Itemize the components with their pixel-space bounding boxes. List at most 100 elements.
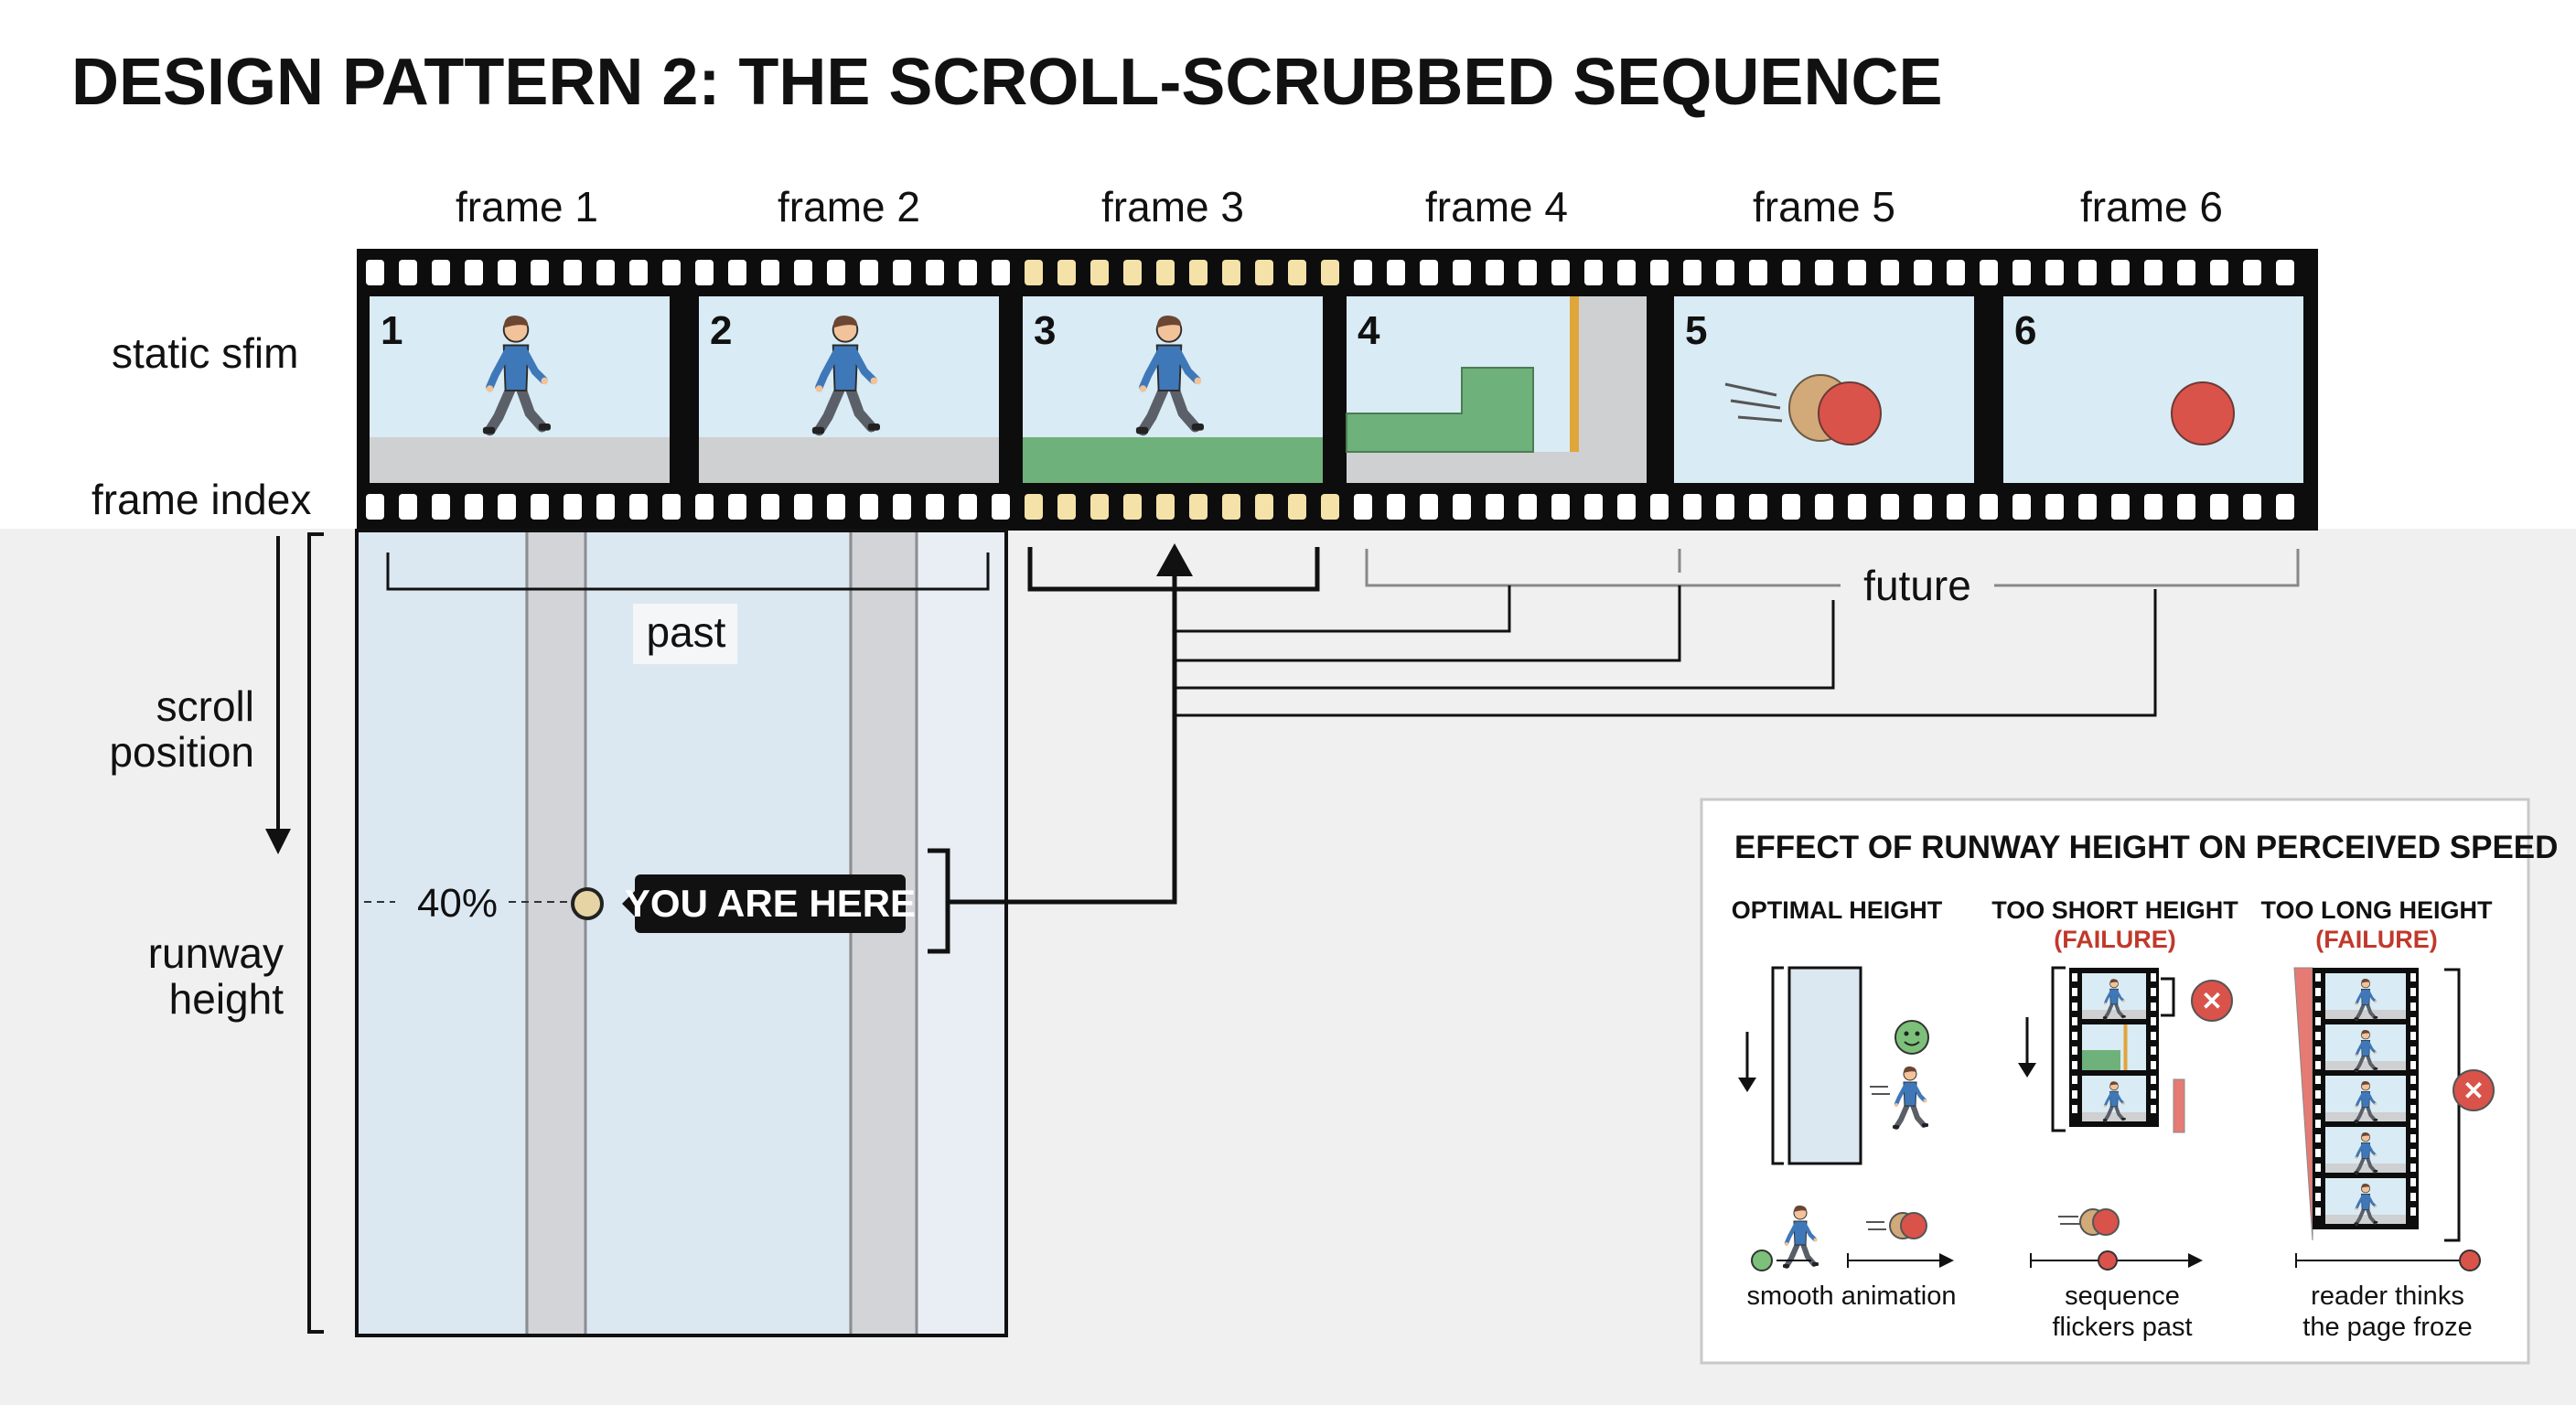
sprocket-hole-top xyxy=(1519,260,1537,285)
future-label: future xyxy=(1863,562,1971,609)
sprocket-hole-bottom xyxy=(2210,494,2228,520)
sprocket-hole-bottom xyxy=(992,494,1010,520)
sprocket-hole-bottom xyxy=(1815,494,1833,520)
sprocket-hole-bottom xyxy=(1584,494,1603,520)
sprocket-hole-bottom xyxy=(1156,494,1175,520)
mini-walker xyxy=(2354,1081,2378,1123)
page-title: DESIGN PATTERN 2: THE SCROLL-SCRUBBED SE… xyxy=(71,46,1942,119)
sprocket-hole-top xyxy=(695,260,714,285)
mini-hole xyxy=(2072,988,2077,996)
label-static-sfim: static sfim xyxy=(112,329,298,377)
mini-hole xyxy=(2410,1032,2416,1040)
marker-percent: 40% xyxy=(417,881,498,926)
sprocket-hole-top xyxy=(2144,260,2163,285)
label-scroll-position-line1: scroll xyxy=(156,682,254,730)
inset-caption-too-short-line1: sequence xyxy=(2065,1282,2180,1311)
sprocket-hole-bottom xyxy=(1025,494,1043,520)
sprocket-hole-top xyxy=(1650,260,1669,285)
sprocket-hole-bottom xyxy=(629,494,648,520)
sprocket-hole-bottom xyxy=(827,494,845,520)
sprocket-hole-bottom xyxy=(531,494,549,520)
sprocket-hole-bottom xyxy=(695,494,714,520)
sprocket-hole-top xyxy=(1617,260,1636,285)
mini-hole xyxy=(2410,973,2416,981)
mini-hole xyxy=(2072,1046,2077,1055)
sprocket-hole-top xyxy=(827,260,845,285)
sprocket-hole-top xyxy=(465,260,483,285)
sprocket-hole-top xyxy=(992,260,1010,285)
terrain-step xyxy=(1346,367,1534,453)
inset-heading-too-long: TOO LONG HEIGHT xyxy=(2260,896,2493,924)
mini-hole xyxy=(2151,1017,2156,1025)
sprocket-hole-top xyxy=(926,260,944,285)
sprocket-hole-bottom xyxy=(1782,494,1800,520)
mini-hole xyxy=(2151,1003,2156,1011)
film-base xyxy=(357,249,2318,531)
sprocket-hole-bottom xyxy=(2012,494,2031,520)
speed-line xyxy=(1724,382,1777,397)
sprocket-hole-bottom xyxy=(2177,494,2195,520)
sprocket-hole-bottom xyxy=(2243,494,2261,520)
frame-label-5: frame 5 xyxy=(1753,183,1895,231)
sprocket-hole-bottom xyxy=(662,494,681,520)
inset-status-too-long: (FAILURE) xyxy=(2315,926,2437,953)
failure-icon-long xyxy=(2453,1069,2495,1111)
marker-to-frame-arrow xyxy=(948,567,1177,905)
inset-caption-optimal: smooth animation xyxy=(1747,1282,1957,1311)
sprocket-hole-top xyxy=(860,260,878,285)
marker-dot xyxy=(571,887,604,920)
future-bracket-left xyxy=(1365,549,1841,587)
sprocket-hole-bottom xyxy=(2144,494,2163,520)
sprocket-hole-bottom xyxy=(465,494,483,520)
sprocket-hole-top xyxy=(1749,260,1767,285)
inset-heading-too-short: TOO SHORT HEIGHT xyxy=(1991,896,2238,924)
sprocket-hole-bottom xyxy=(1947,494,1965,520)
sprocket-hole-top xyxy=(1354,260,1372,285)
mini-hole xyxy=(2072,1017,2077,1025)
sprocket-hole-top xyxy=(1815,260,1833,285)
sprocket-hole-bottom xyxy=(564,494,582,520)
frame-label-4: frame 4 xyxy=(1425,183,1568,231)
sprocket-hole-bottom xyxy=(1848,494,1866,520)
mini-hole xyxy=(2072,1061,2077,1069)
sprocket-hole-bottom xyxy=(1551,494,1570,520)
post xyxy=(1570,296,1579,452)
mini-hole xyxy=(2315,1120,2321,1128)
scroll-position-marker: 40% YOU ARE HERE xyxy=(364,874,916,933)
sprocket-hole-bottom xyxy=(926,494,944,520)
inset-panel: EFFECT OF RUNWAY HEIGHT ON PERCEIVED SPE… xyxy=(1700,798,2558,1365)
sprocket-hole-top xyxy=(2045,260,2064,285)
mini-hole xyxy=(2315,1207,2321,1216)
frame-number-5: 5 xyxy=(1685,308,1707,353)
sprocket-hole-bottom xyxy=(2276,494,2294,520)
sprocket-hole-bottom xyxy=(1420,494,1438,520)
mini-hole xyxy=(2315,1105,2321,1113)
too-long-illustration: ✕ reader thinks the page froze xyxy=(2293,967,2495,1342)
sprocket-hole-bottom xyxy=(761,494,779,520)
inset-caption-too-long-line1: reader thinks xyxy=(2311,1282,2464,1311)
mini-walker xyxy=(2102,1081,2126,1122)
film-frame-4: 4 xyxy=(1346,296,1647,483)
sprocket-hole-top xyxy=(1914,260,1932,285)
sprocket-hole-bottom xyxy=(1057,494,1076,520)
label-scroll-position-line2: position xyxy=(109,728,254,776)
future-bracket-right xyxy=(1994,549,2300,587)
sprocket-hole-top xyxy=(2210,260,2228,285)
mini-hole xyxy=(2315,1003,2321,1011)
sprocket-hole-bottom xyxy=(2111,494,2130,520)
sprocket-hole-bottom xyxy=(366,494,384,520)
mini-hole xyxy=(2315,1032,2321,1040)
film-frame-3: 3 xyxy=(1023,296,1323,483)
sprocket-hole-top xyxy=(531,260,549,285)
svg-text:✕: ✕ xyxy=(2201,987,2222,1015)
film-frame-2: 2 xyxy=(699,296,999,483)
sprocket-hole-bottom xyxy=(1881,494,1899,520)
mini-walker xyxy=(2354,1184,2378,1226)
frame-number-1: 1 xyxy=(381,308,402,353)
mini-hole xyxy=(2410,1046,2416,1055)
sprocket-hole-top xyxy=(1189,260,1208,285)
sprocket-hole-bottom xyxy=(399,494,417,520)
mini-hole xyxy=(2315,1090,2321,1099)
sprocket-hole-bottom xyxy=(1519,494,1537,520)
sprocket-hole-top xyxy=(596,260,615,285)
